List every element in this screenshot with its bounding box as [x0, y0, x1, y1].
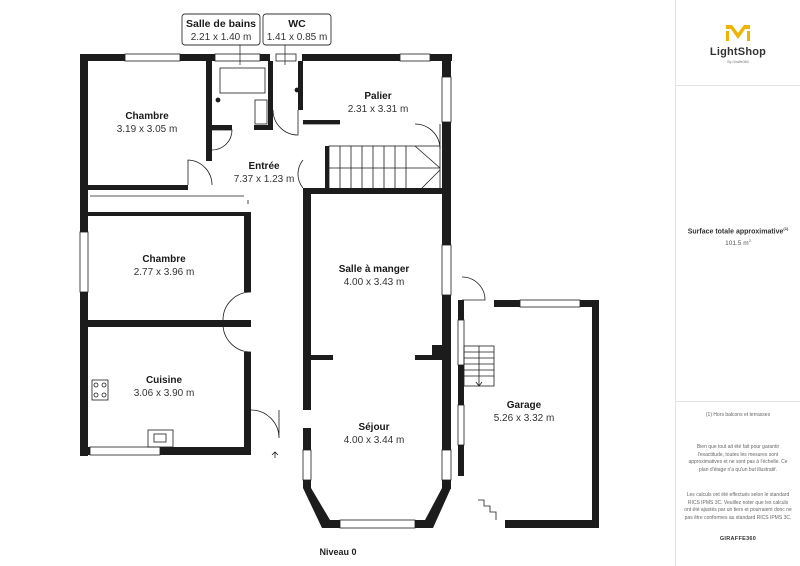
room-label-cuisine: Cuisine 3.06 x 3.90 m	[134, 375, 195, 399]
room-name: Entrée	[248, 161, 280, 172]
stairs-upper	[328, 145, 441, 191]
notes-section: (1) Hors balcons et terrasses Bien que t…	[676, 402, 800, 566]
room-name: Chambre	[125, 111, 169, 122]
stairs-garage	[463, 345, 495, 387]
room-name: Séjour	[358, 422, 389, 433]
room-dim: 3.19 x 3.05 m	[117, 124, 178, 135]
room-label-salle-a-manger: Salle à manger 4.00 x 3.43 m	[339, 264, 410, 288]
disclaimer-rics: Les calculs ont été effectués selon le s…	[684, 492, 792, 521]
callout-salle-de-bains: Salle de bains 2.21 x 1.40 m	[181, 13, 261, 65]
area-title: Surface totale approximative(1)	[687, 226, 789, 236]
disclaimer-accuracy: Bien que tout ait été fait pour garantir…	[688, 444, 788, 473]
room-dim: 2.77 x 3.96 m	[134, 267, 195, 278]
callout-salle-de-bains-dim: 2.21 x 1.40 m	[191, 32, 252, 43]
giraffe360-brand: GIRAFFE360	[719, 536, 757, 542]
note-balconies: (1) Hors balcons et terrasses	[705, 412, 771, 418]
area-value: 101.5 m2	[725, 238, 751, 248]
lightshop-logo-icon	[726, 25, 750, 41]
floor-plan: Salle de bains 2.21 x 1.40 m WC 1.41 x 0…	[79, 13, 599, 557]
callout-wc-name: WC	[288, 18, 306, 30]
room-label-sejour: Séjour 4.00 x 3.44 m	[344, 422, 405, 446]
level-label: Niveau 0	[319, 547, 356, 557]
room-label-chambre-1: Chambre 3.19 x 3.05 m	[117, 111, 178, 135]
room-name: Salle à manger	[339, 264, 410, 275]
logo-text: LightShop	[709, 46, 767, 58]
room-label-entree: Entrée 7.37 x 1.23 m	[234, 161, 295, 185]
room-dim: 5.26 x 3.32 m	[494, 413, 555, 424]
logo-section: LightShop By Giraffe360	[676, 0, 800, 86]
room-dim: 7.37 x 1.23 m	[234, 174, 295, 185]
info-sidebar: LightShop By Giraffe360 Surface totale a…	[675, 0, 800, 566]
fixtures	[90, 67, 300, 458]
room-label-palier: Palier 2.31 x 3.31 m	[348, 91, 409, 115]
area-section: Surface totale approximative(1) 101.5 m2	[676, 86, 800, 402]
callout-salle-de-bains-name: Salle de bains	[186, 18, 256, 30]
callout-wc: WC 1.41 x 0.85 m	[262, 13, 332, 65]
room-dim: 4.00 x 3.44 m	[344, 435, 405, 446]
room-name: Cuisine	[146, 375, 183, 386]
room-dim: 4.00 x 3.43 m	[344, 277, 405, 288]
doors	[187, 109, 486, 439]
callout-wc-dim: 1.41 x 0.85 m	[267, 32, 328, 43]
windows	[79, 53, 581, 529]
room-label-garage: Garage 5.26 x 3.32 m	[494, 400, 555, 424]
room-name: Garage	[507, 400, 542, 411]
stairs-garage-bottom	[478, 499, 497, 520]
room-name: Palier	[364, 91, 391, 102]
logo-tagline: By Giraffe360	[727, 60, 749, 64]
room-name: Chambre	[142, 254, 186, 265]
room-label-chambre-2: Chambre 2.77 x 3.96 m	[134, 254, 195, 278]
room-dim: 3.06 x 3.90 m	[134, 388, 195, 399]
room-dim: 2.31 x 3.31 m	[348, 104, 409, 115]
